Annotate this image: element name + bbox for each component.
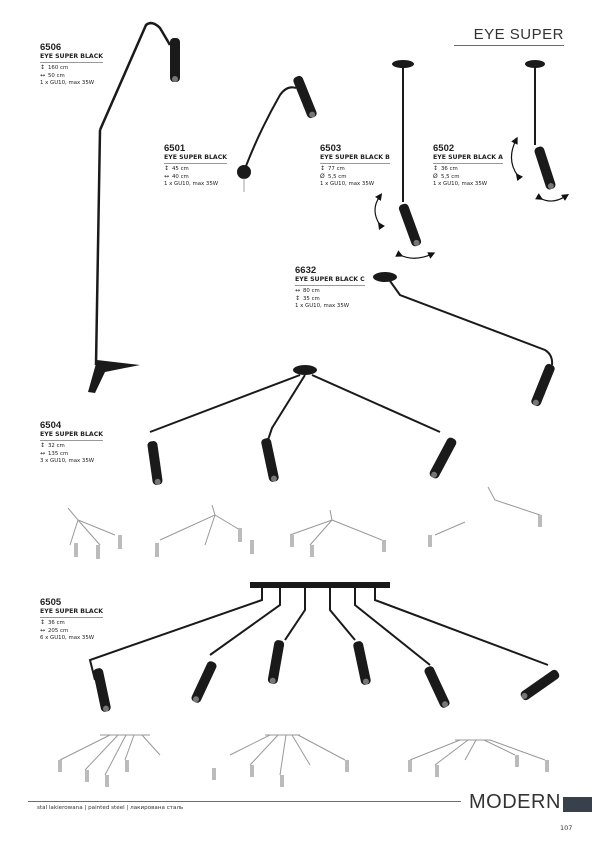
height-icon: ↕	[40, 64, 46, 71]
configuration-sketches-6504	[67, 486, 542, 559]
height-icon: ↕	[433, 165, 439, 172]
width-icon: ↔	[40, 450, 46, 457]
diameter-icon: Ø	[433, 173, 438, 180]
page-number: 107	[560, 824, 573, 832]
height-icon: ↕	[320, 165, 326, 172]
spec-value: 5,5 cm	[441, 174, 460, 180]
product-6501: 6501 EYE SUPER BLACK ↕45 cm ↔40 cm 1 x G…	[164, 143, 228, 188]
product-6632: 6632 EYE SUPER BLACK C ↔80 cm ↕35 cm 1 x…	[295, 265, 365, 310]
spec-value: 5,5 cm	[328, 174, 347, 180]
bulb-spec: 1 x GU10, max 35W	[433, 181, 488, 187]
material-note: stal lakierowana | painted steel | лакир…	[37, 805, 184, 811]
diameter-icon: Ø	[320, 173, 325, 180]
width-icon: ↔	[40, 72, 46, 79]
category-label: MODERN	[469, 791, 561, 813]
spec-row: ↔205 cm	[40, 627, 103, 635]
spec-value: 36 cm	[48, 620, 65, 626]
product-name: EYE SUPER BLACK	[40, 608, 104, 618]
product-code: 6504	[40, 420, 62, 431]
product-name: EYE SUPER BLACK	[40, 53, 104, 63]
product-code: 6501	[164, 143, 186, 154]
product-code: 6632	[295, 265, 317, 276]
height-icon: ↕	[40, 619, 46, 626]
spec-value: 36 cm	[441, 166, 458, 172]
height-icon: ↕	[295, 295, 301, 302]
category-color-block	[563, 797, 592, 812]
spec-row: ↕36 cm	[433, 165, 503, 173]
spec-row: ↕45 cm	[164, 165, 227, 173]
ceiling-lamp-6502-image	[510, 60, 570, 202]
spec-row: ↔50 cm	[40, 72, 103, 80]
product-6505: 6505 EYE SUPER BLACK ↕36 cm ↔205 cm 6 x …	[40, 597, 104, 642]
spec-row: ↔80 cm	[295, 287, 365, 295]
spec-row: ↕77 cm	[320, 165, 390, 173]
footer-divider	[28, 801, 461, 802]
ceiling-lamp-6632-image	[373, 272, 556, 408]
floor-lamp-6506-image	[88, 21, 180, 393]
bulb-spec: 3 x GU10, max 35W	[40, 458, 95, 464]
spec-value: 35 cm	[303, 296, 320, 302]
spec-value: 32 cm	[48, 443, 65, 449]
spec-row: ↕32 cm	[40, 442, 103, 450]
ceiling-lamp-6504-image	[146, 365, 458, 486]
product-name: EYE SUPER BLACK	[164, 154, 228, 164]
width-icon: ↔	[40, 627, 46, 634]
height-icon: ↕	[40, 442, 46, 449]
product-name: EYE SUPER BLACK B	[320, 154, 390, 164]
product-name: EYE SUPER BLACK A	[433, 154, 503, 164]
bulb-spec: 6 x GU10, max 35W	[40, 635, 95, 641]
spec-row: ↔40 cm	[164, 173, 227, 181]
spec-value: 80 cm	[303, 288, 320, 294]
width-icon: ↔	[164, 173, 170, 180]
spec-value: 77 cm	[328, 166, 345, 172]
product-name: EYE SUPER BLACK C	[295, 276, 365, 286]
configuration-sketches-6505	[58, 734, 549, 787]
product-6504: 6504 EYE SUPER BLACK ↕32 cm ↔135 cm 3 x …	[40, 420, 104, 465]
wall-lamp-6501-image	[237, 74, 318, 192]
bulb-spec: 1 x GU10, max 35W	[164, 181, 219, 187]
bulb-spec: 1 x GU10, max 35W	[40, 80, 95, 86]
title-underline	[454, 45, 564, 46]
product-6506: 6506 EYE SUPER BLACK ↕160 cm ↔50 cm 1 x …	[40, 42, 104, 87]
collection-title: EYE SUPER	[473, 26, 564, 43]
product-code: 6503	[320, 143, 342, 154]
ceiling-lamp-6503-image	[374, 60, 436, 259]
ceiling-lamp-6505-image	[88, 582, 561, 713]
bulb-spec: 1 x GU10, max 35W	[295, 303, 350, 309]
width-icon: ↔	[295, 287, 301, 294]
product-name: EYE SUPER BLACK	[40, 431, 104, 441]
product-code: 6502	[433, 143, 455, 154]
spec-value: 40 cm	[172, 174, 189, 180]
bulb-spec: 1 x GU10, max 35W	[320, 181, 375, 187]
spec-value: 50 cm	[48, 73, 65, 79]
spec-value: 205 cm	[48, 628, 69, 634]
spec-value: 160 cm	[48, 65, 69, 71]
product-code: 6505	[40, 597, 62, 608]
product-code: 6506	[40, 42, 62, 53]
spec-row: ↕36 cm	[40, 619, 103, 627]
height-icon: ↕	[164, 165, 170, 172]
spec-value: 135 cm	[48, 451, 69, 457]
spec-row: ↕35 cm	[295, 295, 365, 303]
spec-row: ↔135 cm	[40, 450, 103, 458]
spec-row: ↕160 cm	[40, 64, 103, 72]
spec-value: 45 cm	[172, 166, 189, 172]
